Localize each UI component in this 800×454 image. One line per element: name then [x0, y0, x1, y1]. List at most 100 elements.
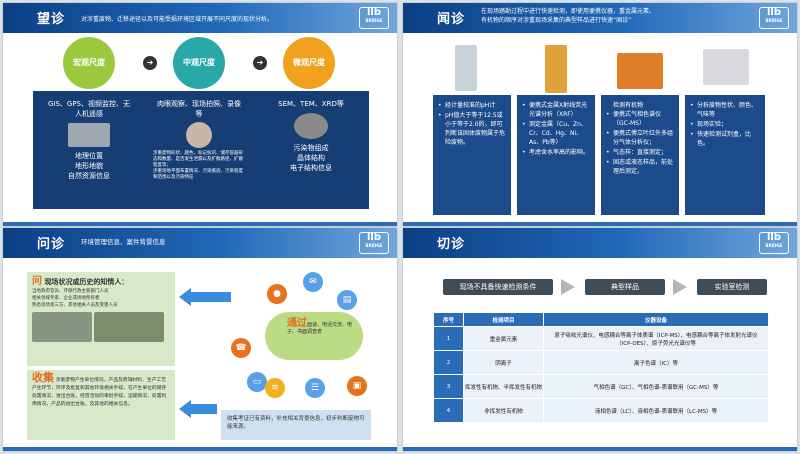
phone-icon: ☎: [231, 338, 251, 358]
database-icon: ≡: [265, 378, 285, 398]
instrument-table: 序号 检测项目 仪器设备 1 重金属元素 原子吸收光谱仪、电感耦合等离子体质谱（…: [433, 312, 769, 423]
box-item: 经计量校准的pH计: [438, 101, 506, 110]
box-item: 快速检测试剂盒，比色。: [690, 130, 760, 148]
collect-char: 收集: [32, 371, 54, 384]
step-1: 现场不具备快速检测条件: [443, 279, 553, 295]
col-item: 地理位置: [75, 152, 103, 160]
arrow-right-icon: [561, 279, 575, 295]
col-desc: 涉重废物形状、颜色、标记标识、储存容器形态和数量、是否发生泄漏以及扩散路径、扩散…: [153, 151, 243, 168]
cell: 重金属元素: [463, 326, 544, 351]
bottom-note: 收集考证已有资料，补充相关背景信息，初步判断废物可能来源。: [221, 410, 371, 440]
ph-box: 经计量校准的pH计pH值大于等于12.5或小于等于2.0的，即可判断该固体废物属…: [433, 95, 511, 215]
circle-meso: 中观尺度: [173, 37, 225, 89]
slide-subtitle-2: 有机物的顺序对涉重现场采集的典型样品进行快速“闻诊”: [481, 17, 632, 24]
informant-line: 相关领域专家、企业或场地所有者: [32, 296, 100, 301]
informant-box: 问 现场状况或历史的知情人： 当地政府官员、环保行政主管部门人员 相关领域专家、…: [27, 272, 175, 366]
informant-line: 当地政府官员、环保行政主管部门人员: [32, 289, 109, 294]
slide-subtitle-1: 在现场踏勘过程中进行快速检测，即使用便携仪器，重金属元素、: [481, 8, 656, 15]
col-meso: 肉眼观察、现场拍照、录像等 涉重废物形状、颜色、标记标识、储存容器形态和数量、是…: [149, 99, 249, 181]
q-char: 问: [32, 276, 42, 287]
col-header: 序号: [433, 312, 464, 327]
cell: 离子色谱（IC）等: [543, 350, 769, 375]
drone-image: [68, 123, 110, 147]
box-item: 气态样：直接测定；: [606, 148, 674, 157]
slide-wenzhen-smell[interactable]: 闻诊 在现场踏勘过程中进行快速检测，即使用便携仪器，重金属元素、 有机物的顺序对…: [403, 3, 797, 226]
arrow-right-icon: ➔: [143, 56, 157, 70]
table-row: 4 非挥发性有机物 液相色谱（LC）、液相色谱-质谱联用（LC-MS）等: [433, 398, 769, 423]
table-row: 2 阴离子 离子色谱（IC）等: [433, 350, 769, 375]
step-2: 典型样品: [585, 279, 665, 295]
cloud-shape: 通过面谈、电话交流、电子、书面调查表: [265, 312, 363, 360]
test-kit-image: [703, 49, 749, 85]
ph-meter-image: [455, 45, 477, 91]
cell: 液相色谱（LC）、液相色谱-质谱联用（LC-MS）等: [543, 398, 769, 423]
cell: 2: [433, 350, 464, 375]
col-head: 肉眼观察、现场拍照、录像等: [157, 100, 241, 118]
slide-subtitle: 对涉重废物、迁移途径以及可能受损环境区域开展不同尺度的现状分析。: [81, 16, 274, 23]
cell: 气相色谱（GC）、气相色谱-质谱联用（GC-MS）等: [543, 374, 769, 399]
cell: 非挥发性有机物: [463, 398, 544, 423]
slide-title: 切诊: [437, 237, 466, 252]
box-item: 便携式气相色谱仪（GC-MS）: [606, 110, 674, 128]
box-item: 考虑含水率高的影响。: [522, 148, 590, 157]
content-band: [33, 91, 369, 209]
circle-macro: 宏观尺度: [63, 37, 115, 89]
slide-footer: [3, 222, 397, 226]
gc-ms-image: [617, 53, 663, 89]
informant-head: 现场状况或历史的知情人：: [44, 278, 129, 286]
slide-title: 问诊: [37, 237, 66, 252]
col-item: 污染物组成: [293, 144, 329, 152]
table-row: 3 挥发性有机物、半挥发性有机物 气相色谱（GC）、气相色谱-质谱联用（GC-M…: [433, 374, 769, 399]
table-header-row: 序号 检测项目 仪器设备: [433, 312, 769, 327]
cell: 3: [433, 374, 464, 399]
col-item: 电子结构信息: [290, 164, 332, 172]
col-head: SEM、TEM、XRD等: [278, 100, 344, 108]
cell: 挥发性有机物、半挥发性有机物: [463, 374, 544, 399]
cloud-text: 面谈、电话交流、电子、书面调查表: [287, 322, 353, 335]
analysis-box: 分析废物性状、颜色、气味等现场实验；快速检测试剂盒，比色。: [685, 95, 765, 215]
slide-title: 闻诊: [437, 12, 466, 27]
xrf-box: 便携式金属X射线荧光光谱分析（XRF）测定金属（Cu、Zn、Cr、Cd、Hg、N…: [517, 95, 595, 215]
cell: 4: [433, 398, 464, 423]
arrow-left-icon: [179, 288, 191, 306]
col-header: 检测项目: [463, 312, 544, 327]
arrow-left-bar: [191, 404, 217, 414]
circle-micro: 微观尺度: [283, 37, 335, 89]
informant-line: 熟悉现场第三方、其他相关人员及受害人员: [32, 303, 118, 308]
document-icon: ▤: [337, 290, 357, 310]
slide-header: 闻诊 在现场踏勘过程中进行快速检测，即使用便携仪器，重金属元素、 有机物的顺序对…: [403, 3, 797, 33]
arrow-right-icon: ➔: [253, 56, 267, 70]
xrf-analyzer-image: [545, 45, 567, 93]
col-item: 地形地貌: [75, 162, 103, 170]
collect-box: 收集 涉重废物产生单位情况，产品及原辅材料、生产工艺产生环节，环评及批复和其他环…: [27, 370, 175, 440]
camera-image: [186, 122, 212, 148]
cell: 原子吸收光谱仪、电感耦合等离子体质谱（ICP-MS）、电感耦合等离子体发射光谱仪…: [543, 326, 769, 351]
site-photo: [93, 312, 164, 342]
box-item: 分析废物性状、颜色、气味等: [690, 101, 760, 119]
server-icon: ☰: [305, 378, 325, 398]
arrow-left-icon: [179, 400, 191, 418]
cell: 1: [433, 326, 464, 351]
arrow-left-bar: [191, 292, 231, 302]
box-item: 便携式金属X射线荧光光谱分析（XRF）: [522, 101, 590, 119]
site-photo: [32, 312, 92, 342]
col-item: 晶体结构: [297, 154, 325, 162]
chat-icon: ✉: [303, 272, 323, 292]
microscope-image: [294, 113, 328, 139]
col-head: GIS、GPS、视频监控、无人机遥感: [47, 100, 131, 118]
cell: 阴离子: [463, 350, 544, 375]
collect-text: 涉重废物产生单位情况，产品及原辅材料、生产工艺产生环节，环评及批复和其他环境相关…: [32, 378, 167, 407]
box-item: 便携式傅立叶红外多组分气体分析仪；: [606, 129, 674, 147]
slide-footer: [3, 447, 397, 451]
slide-title: 望诊: [37, 12, 66, 27]
